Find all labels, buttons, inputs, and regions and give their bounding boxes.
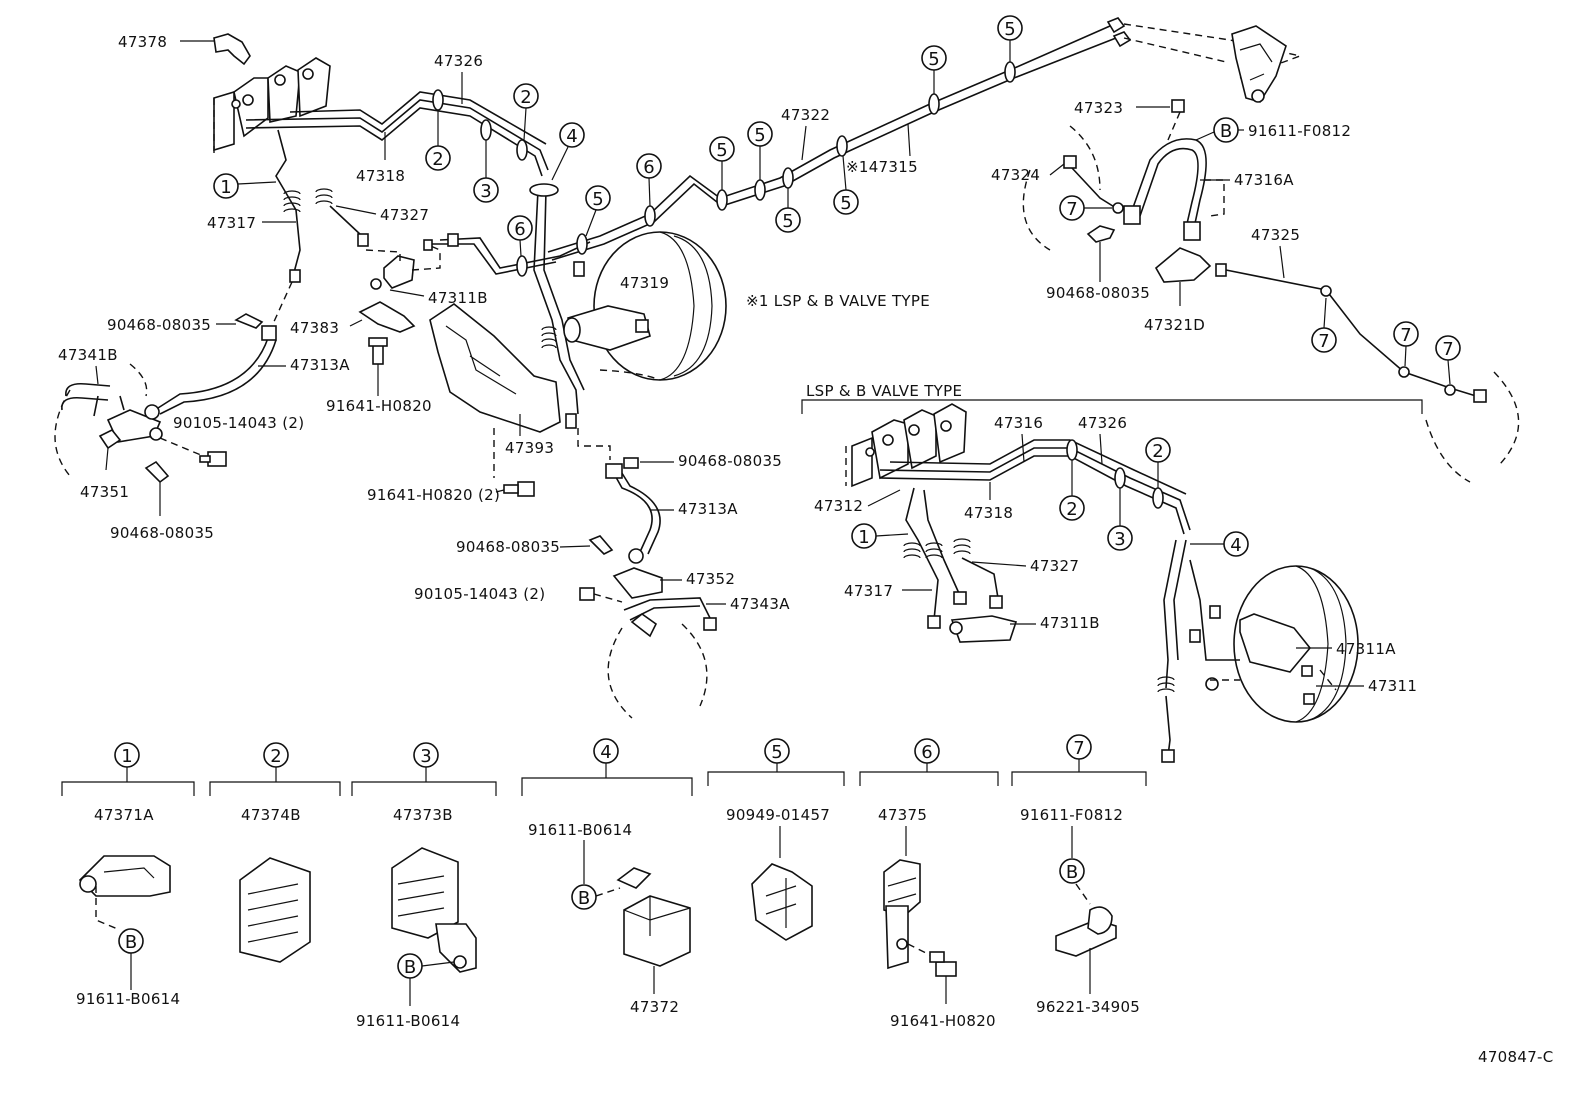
legend-1-sub: 91611-B0614 <box>76 990 180 1008</box>
label-47378: 47378 <box>118 33 167 51</box>
svg-text:B: B <box>578 888 590 909</box>
legend-7-sub: 96221-34905 <box>1036 998 1140 1016</box>
legend-4-part: 91611-B0614 <box>528 821 632 839</box>
legend-4-sub: 47372 <box>630 998 679 1016</box>
svg-text:4: 4 <box>600 742 611 763</box>
top-left-assembly: 47378 47326 47318 2 3 2 4 1 <box>54 33 585 542</box>
label-90468-a: 90468-08035 <box>107 316 211 334</box>
svg-text:7: 7 <box>1442 339 1453 360</box>
svg-text:2: 2 <box>432 149 443 170</box>
label-47321D: 47321D <box>1144 316 1205 334</box>
svg-text:6: 6 <box>921 742 932 763</box>
label-47341B: 47341B <box>58 346 118 364</box>
label-47393: 47393 <box>505 439 554 457</box>
label-47325: 47325 <box>1251 226 1300 244</box>
svg-text:5: 5 <box>782 211 793 232</box>
legend-7-part: 91611-F0812 <box>1020 806 1123 824</box>
note-lsp: ※1 LSP & B VALVE TYPE <box>746 292 930 310</box>
svg-text:5: 5 <box>592 189 603 210</box>
label-47318: 47318 <box>356 167 405 185</box>
svg-text:7: 7 <box>1400 325 1411 346</box>
svg-text:5: 5 <box>771 742 782 763</box>
label-47312: 47312 <box>814 497 863 515</box>
svg-text:1: 1 <box>220 177 231 198</box>
label-147315: ※147315 <box>846 158 918 176</box>
svg-text:3: 3 <box>1114 529 1125 550</box>
svg-text:2: 2 <box>520 87 531 108</box>
label-90468-e: 90468-08035 <box>1046 284 1150 302</box>
label-47324: 47324 <box>991 166 1040 184</box>
legend-1-part: 47371A <box>94 806 154 824</box>
legend-6-part: 47375 <box>878 806 927 824</box>
label-47313A-a: 47313A <box>290 356 350 374</box>
label-47326-b: 47326 <box>1078 414 1127 432</box>
label-47313A-b: 47313A <box>678 500 738 518</box>
label-47322: 47322 <box>781 106 830 124</box>
label-47316A: 47316A <box>1234 171 1294 189</box>
label-47352: 47352 <box>686 570 735 588</box>
svg-text:7: 7 <box>1066 199 1077 220</box>
svg-text:3: 3 <box>480 181 491 202</box>
label-47311B-b: 47311B <box>1040 614 1100 632</box>
lsp-section: LSP & B VALVE TYPE 47316 47326 47318 473… <box>801 382 1423 763</box>
label-47383: 47383 <box>290 319 339 337</box>
label-90468-d: 90468-08035 <box>456 538 560 556</box>
legend-3-sub: 91611-B0614 <box>356 1012 460 1030</box>
rear-assembly: 47323 47316A B 91611-F0812 47324 7 90468… <box>991 17 1520 483</box>
label-90468-b: 90468-08035 <box>110 524 214 542</box>
label-47323: 47323 <box>1074 99 1123 117</box>
svg-text:5: 5 <box>754 125 765 146</box>
label-47327: 47327 <box>380 206 429 224</box>
diagram-code: 470847-C <box>1478 1048 1554 1066</box>
label-90468-c: 90468-08035 <box>678 452 782 470</box>
label-91641-h0820: 91641-H0820 <box>326 397 432 415</box>
svg-text:4: 4 <box>1230 535 1241 556</box>
legend-row: 1 47371A B 91611-B0614 2 47374B 3 47373B… <box>61 734 1147 1030</box>
svg-text:5: 5 <box>928 49 939 70</box>
legend-6-sub: 91641-H0820 <box>890 1012 996 1030</box>
label-47351: 47351 <box>80 483 129 501</box>
svg-text:2: 2 <box>1152 441 1163 462</box>
label-47327-b: 47327 <box>1030 557 1079 575</box>
svg-text:6: 6 <box>643 157 654 178</box>
svg-text:3: 3 <box>420 746 431 767</box>
svg-text:B: B <box>404 957 416 978</box>
label-47316: 47316 <box>994 414 1043 432</box>
label-47326: 47326 <box>434 52 483 70</box>
label-47318-b: 47318 <box>964 504 1013 522</box>
center-assembly: 6 5 6 5 5 5 5 5 5 47322 <box>414 15 1117 719</box>
section-title: LSP & B VALVE TYPE <box>806 382 962 400</box>
svg-text:6: 6 <box>514 219 525 240</box>
label-47317: 47317 <box>207 214 256 232</box>
svg-text:2: 2 <box>1066 499 1077 520</box>
svg-text:5: 5 <box>1004 19 1015 40</box>
label-47311B: 47311B <box>428 289 488 307</box>
label-90105-b: 90105-14043 (2) <box>414 585 545 603</box>
svg-text:4: 4 <box>566 126 577 147</box>
label-91611-f0812: 91611-F0812 <box>1248 122 1351 140</box>
svg-text:B: B <box>125 932 137 953</box>
svg-text:5: 5 <box>716 140 727 161</box>
label-91641-b: 91641-H0820 (2) <box>367 486 500 504</box>
label-47343A: 47343A <box>730 595 790 613</box>
svg-text:7: 7 <box>1318 331 1329 352</box>
legend-2-part: 47374B <box>241 806 301 824</box>
svg-text:5: 5 <box>840 193 851 214</box>
svg-text:7: 7 <box>1073 738 1084 759</box>
label-90105-a: 90105-14043 (2) <box>173 414 304 432</box>
svg-text:B: B <box>1066 862 1078 883</box>
label-47319: 47319 <box>620 274 669 292</box>
label-47311A: 47311A <box>1336 640 1396 658</box>
svg-text:1: 1 <box>121 746 132 767</box>
svg-text:B: B <box>1220 121 1232 142</box>
label-47317-b: 47317 <box>844 582 893 600</box>
label-47311: 47311 <box>1368 677 1417 695</box>
svg-text:2: 2 <box>270 746 281 767</box>
legend-3-part: 47373B <box>393 806 453 824</box>
legend-5-part: 90949-01457 <box>726 806 830 824</box>
svg-text:1: 1 <box>858 527 869 548</box>
